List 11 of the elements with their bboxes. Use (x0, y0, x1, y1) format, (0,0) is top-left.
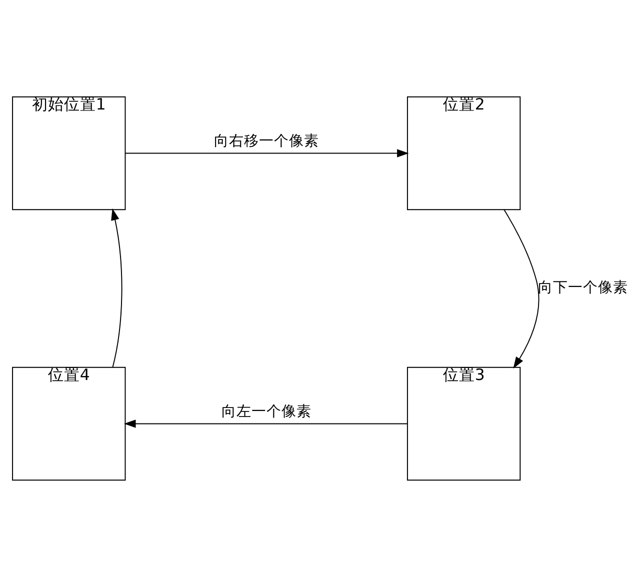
arrow (124, 149, 409, 158)
node-box: 位置2 (406, 96, 521, 210)
arrow (124, 420, 408, 428)
edge-label: 向左一个像素 (221, 402, 312, 420)
edge-label: 向下一个像素 (538, 278, 628, 296)
edge-label: 向右移一个像素 (214, 132, 319, 150)
node-box: 位置3 (406, 366, 521, 481)
node-box: 位置4 (12, 366, 126, 481)
node-box: 初始位置1 (12, 96, 126, 210)
arrow (111, 208, 122, 368)
arrow (504, 209, 540, 369)
